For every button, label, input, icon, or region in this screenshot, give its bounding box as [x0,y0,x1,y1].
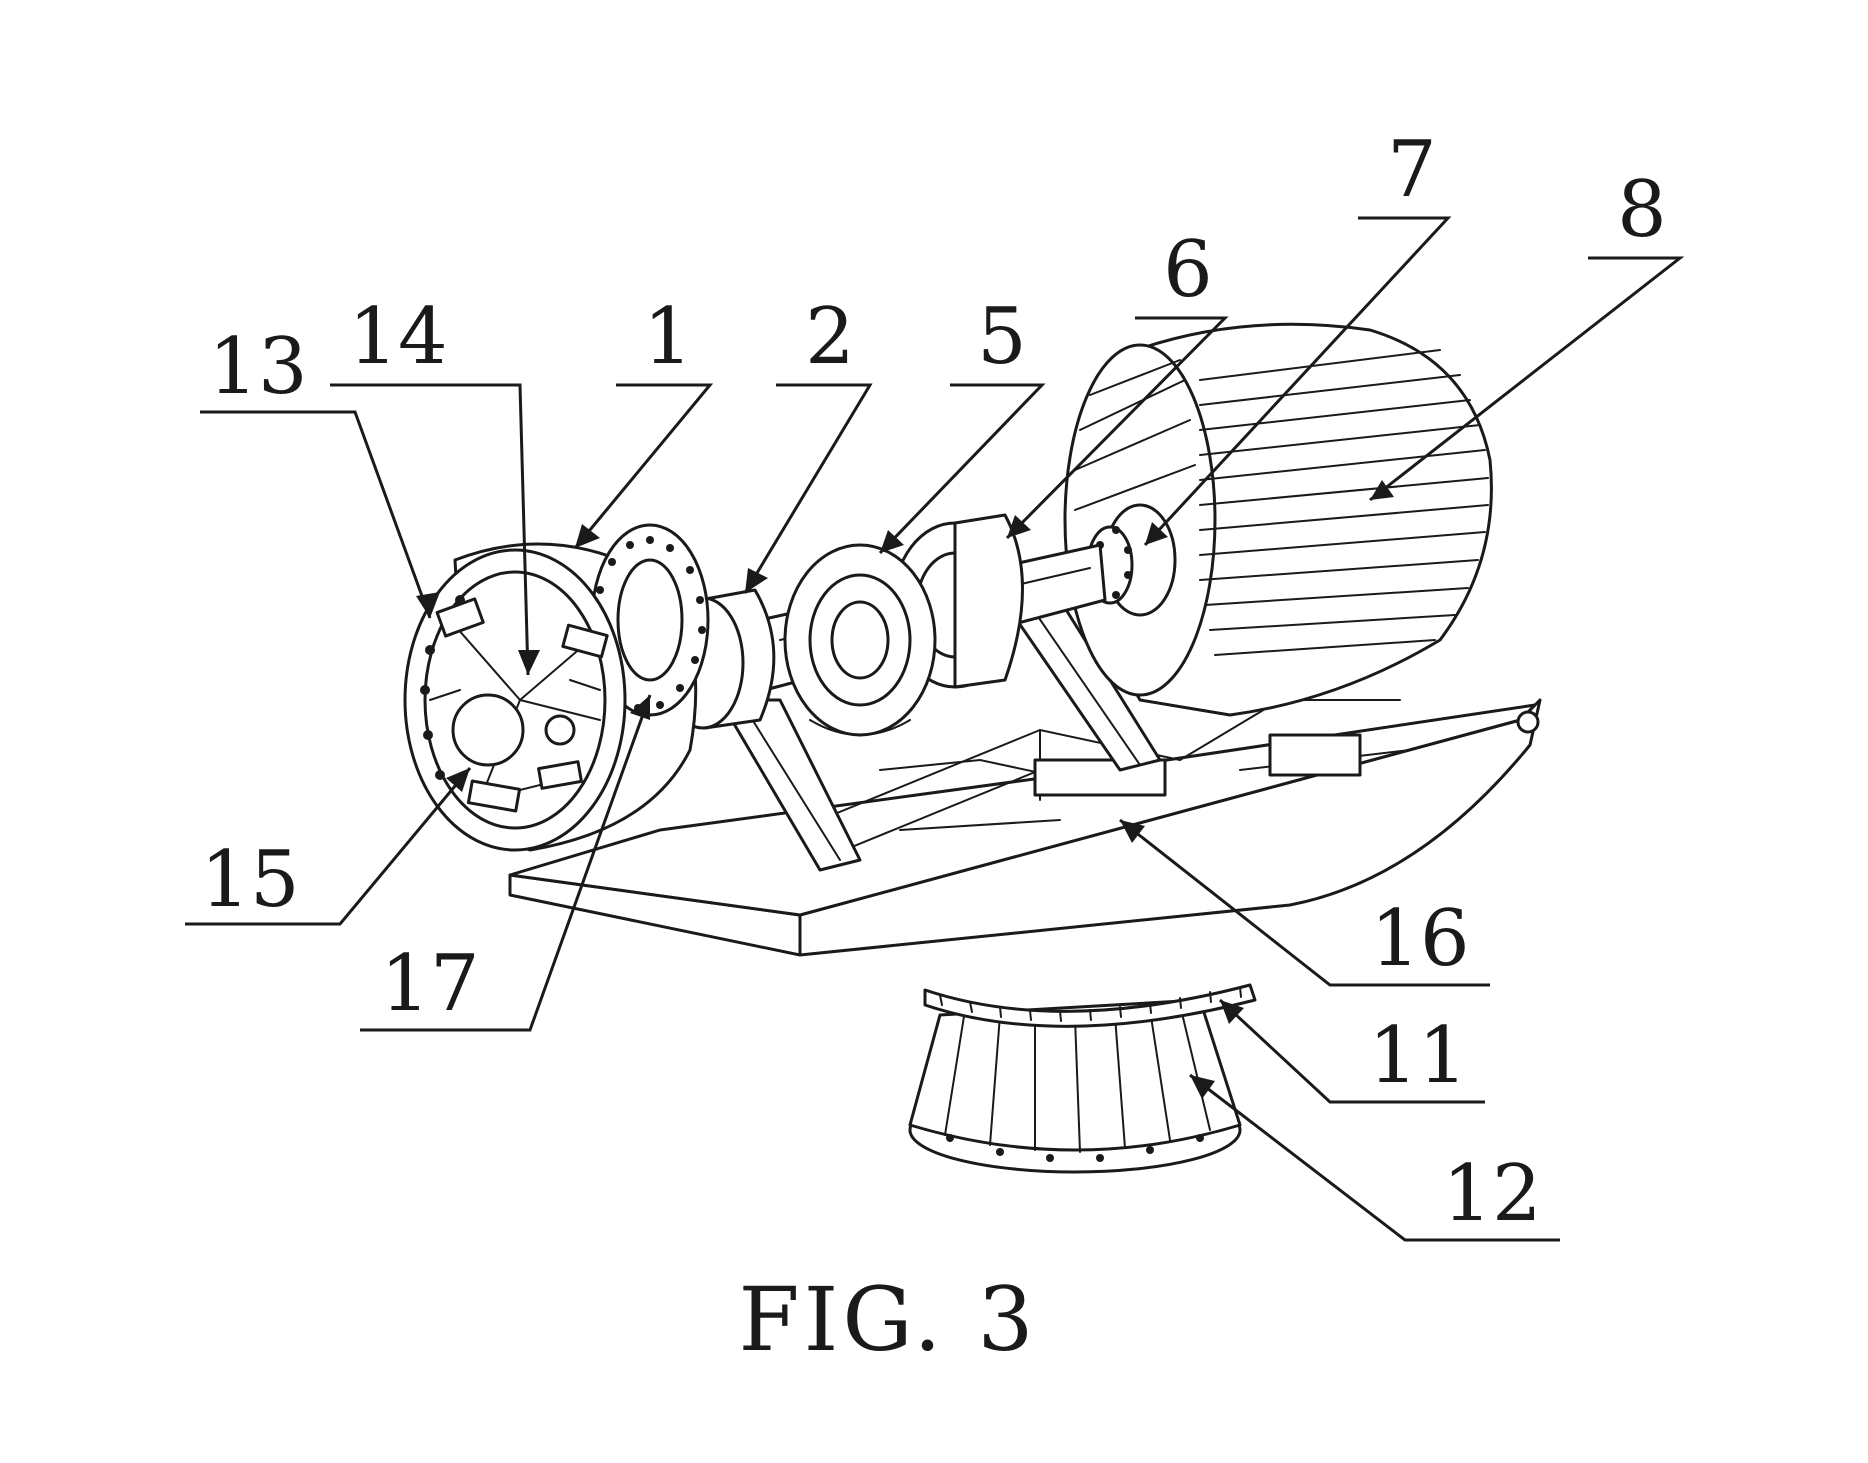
label-7: 7 [1387,125,1437,215]
pitch-mechanism-14 [429,597,609,813]
leader-lines [185,216,1685,1242]
label-6: 6 [1163,225,1213,315]
label-14: 14 [348,292,447,382]
figure-caption: FIG. 3 [739,1268,1038,1371]
bearing-5 [783,543,937,737]
pedestal-12 [908,998,1242,1174]
label-17: 17 [380,939,479,1029]
label-11: 11 [1368,1011,1467,1101]
label-2: 2 [805,292,855,382]
rim-bolts-13 [420,595,465,780]
label-16: 16 [1370,894,1469,984]
label-8: 8 [1617,165,1667,255]
label-13: 13 [208,322,307,412]
label-1: 1 [643,292,693,382]
generator-8 [1063,322,1493,717]
yaw-ring-11 [923,983,1257,1028]
nose-cone-15 [451,693,525,767]
reference-numerals: 13 14 1 2 5 6 7 8 15 17 16 11 12 [200,125,1666,1239]
label-15: 15 [200,835,299,925]
label-5: 5 [977,292,1027,382]
label-12: 12 [1442,1149,1541,1239]
bedplate-16 [508,698,1542,957]
